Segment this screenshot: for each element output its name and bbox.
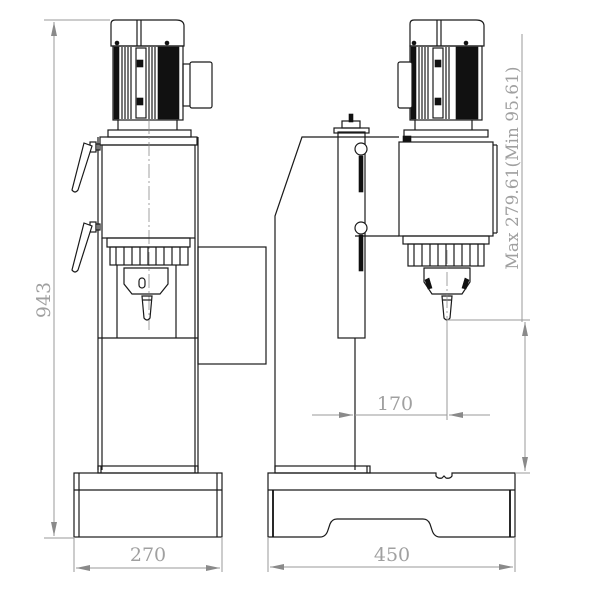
height-label: 943	[33, 282, 55, 318]
stroke-range-label: Max 279.61(Min 95.61)	[503, 66, 523, 269]
side-frame	[274, 113, 399, 470]
adjust-knob-lower-icon[interactable]	[354, 221, 368, 272]
dimension-front-width: 270	[73, 537, 223, 572]
side-view	[267, 19, 516, 538]
side-width-label: 450	[374, 544, 410, 566]
adjust-knob-upper-icon[interactable]	[354, 142, 368, 193]
front-width-label: 270	[130, 544, 166, 566]
dimension-stroke: Max 279.61(Min 95.61)	[447, 34, 530, 474]
clamp-lever-upper-icon[interactable]	[71, 141, 101, 193]
dimension-height: 943	[33, 19, 110, 539]
front-base	[73, 465, 223, 538]
dimension-throat: 170	[312, 330, 490, 420]
clamp-lever-lower-icon[interactable]	[71, 221, 101, 273]
side-base	[267, 465, 516, 538]
throat-label: 170	[377, 393, 413, 415]
front-motor	[107, 19, 213, 138]
dimension-side-width: 450	[267, 537, 516, 572]
side-motor	[397, 19, 489, 138]
side-head	[398, 135, 498, 420]
front-head	[71, 120, 267, 470]
front-view	[71, 19, 267, 538]
